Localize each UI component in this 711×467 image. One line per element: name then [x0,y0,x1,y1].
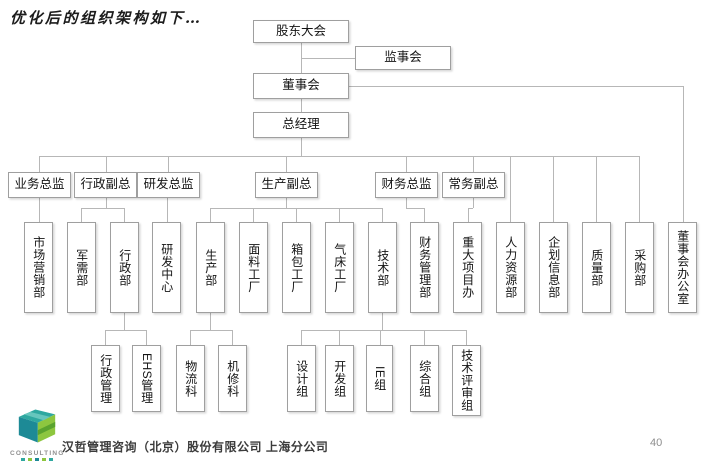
node-ie-group: IE组 [366,345,393,412]
connector [286,198,287,208]
connector [596,156,597,222]
connector [106,156,107,172]
connector [468,208,473,209]
node-major-projects-office: 重大项目办 [453,222,482,313]
node-rd-center: 研发中心 [152,222,181,313]
connector [210,208,211,222]
connector [39,156,639,157]
connector [406,208,424,209]
node-finance-director: 财务总监 [375,172,438,198]
logo-cube-icon [18,409,56,443]
node-technology-dept: 技术部 [368,222,397,313]
connector [253,208,254,222]
connector [232,330,233,345]
connector [210,313,211,330]
connector [424,208,425,222]
node-military-supply-dept: 军需部 [67,222,96,313]
node-general-manager: 总经理 [253,112,349,138]
node-admin-vp: 行政副总 [74,172,137,198]
connector [683,86,684,222]
connector [190,330,232,331]
logo-subtext-marks [10,458,64,461]
connector [382,208,383,222]
node-marketing-dept: 市场营销部 [24,222,53,313]
company-name: 汉哲管理咨询（北京）股份有限公司 上海分公司 [62,440,329,454]
node-quality-dept: 质量部 [582,222,611,313]
connector [301,42,302,73]
company-logo: CONSULTING [10,407,64,461]
connector [473,156,474,172]
node-tech-review-group: 技术评审组 [452,345,481,416]
connector [301,138,302,156]
node-board-office: 董事会办公室 [668,222,697,313]
connector [296,208,297,222]
connector [124,313,125,330]
node-purchasing-dept: 采购部 [625,222,654,313]
node-admin-dept: 行政部 [110,222,139,313]
node-hr-dept: 人力资源部 [496,222,525,313]
connector [473,198,474,208]
node-production-vp: 生产副总 [255,172,318,198]
node-production-dept: 生产部 [196,222,225,313]
node-fabric-factory: 面料工厂 [239,222,268,313]
connector [339,330,340,345]
node-luggage-factory: 箱包工厂 [282,222,311,313]
node-airbed-factory: 气床工厂 [325,222,354,313]
connector [81,208,124,209]
slide-title: 优化后的组织架构如下… [10,9,203,27]
connector [349,86,683,87]
connector [380,330,381,345]
node-executive-vp: 常务副总 [442,172,505,198]
connector [105,330,106,345]
node-ehs-mgmt: EHS管理 [132,345,161,412]
connector [382,313,383,330]
connector [468,208,469,222]
node-finance-mgmt-dept: 财务管理部 [410,222,439,313]
connector [406,156,407,172]
connector [124,208,125,222]
node-supervisory-board: 监事会 [355,46,451,70]
connector [168,156,169,172]
node-shareholders-meeting: 股东大会 [253,20,349,43]
connector [39,198,40,222]
connector [39,156,40,172]
connector [301,330,466,331]
connector [553,156,554,222]
connector [466,330,467,345]
node-business-director: 业务总监 [8,172,71,198]
connector [81,208,82,222]
connector [424,330,425,345]
node-planning-info-dept: 企划信息部 [539,222,568,313]
connector [510,156,511,222]
connector [286,156,287,172]
node-logistics-section: 物流科 [176,345,205,412]
page-number: 40 [650,437,663,449]
node-machine-repair-section: 机修科 [218,345,247,412]
connector [301,99,302,112]
connector [639,156,640,222]
connector [106,198,107,208]
node-general-affairs-group: 综合组 [410,345,439,412]
connector [190,330,191,345]
connector [146,330,147,345]
connector [406,198,407,208]
connector [301,58,355,59]
node-board-of-directors: 董事会 [253,73,349,99]
connector [167,198,168,222]
node-rd-director: 研发总监 [137,172,200,198]
node-development-group: 开发组 [325,345,354,412]
connector [105,330,146,331]
logo-text: CONSULTING [10,450,65,457]
node-design-group: 设计组 [287,345,316,412]
node-admin-mgmt: 行政管理 [91,345,120,412]
connector [339,208,340,222]
connector [301,330,302,345]
